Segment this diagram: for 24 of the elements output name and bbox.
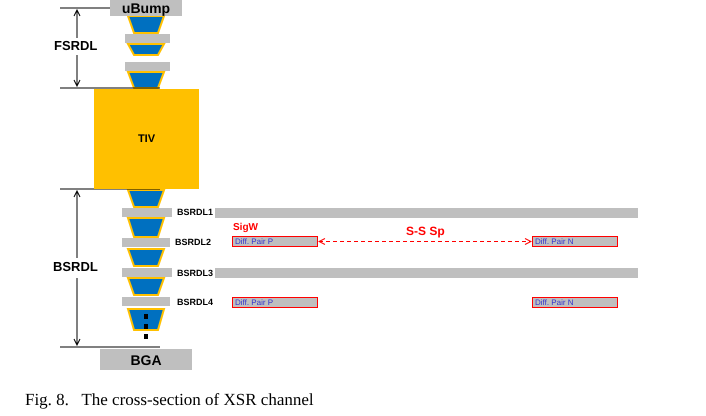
- trace-box: [532, 297, 618, 308]
- figure-caption: Fig. 8. The cross-section of XSR channel: [25, 390, 314, 410]
- node-label: Diff. Pair N: [535, 298, 574, 306]
- node-label: Diff. Pair P: [235, 238, 274, 246]
- node-label: Diff. Pair N: [535, 238, 574, 246]
- pad-block: [110, 0, 182, 16]
- trace-box: [232, 236, 318, 247]
- node-label: BGA: [130, 352, 162, 368]
- spacing-arrow: [318, 238, 532, 245]
- pad-block: [100, 349, 192, 370]
- layer-label: BSRDL: [53, 259, 98, 274]
- trace-box: [532, 236, 618, 247]
- dimension-label: SigW: [233, 222, 258, 233]
- layer-label: BSRDL3: [177, 268, 214, 278]
- node-label: TIV: [138, 133, 156, 145]
- layer-label: BSRDL4: [177, 297, 214, 307]
- tiv-block: [94, 89, 199, 189]
- node-label: Diff. Pair P: [235, 298, 274, 306]
- trace-box: [232, 297, 318, 308]
- node-label: uBump: [122, 0, 170, 16]
- edge-label: S-S Sp: [405, 224, 446, 236]
- layer-label: FSRDL: [54, 38, 98, 53]
- layer-label: BSRDL2: [175, 237, 212, 247]
- layer-label: BSRDL1: [177, 207, 214, 217]
